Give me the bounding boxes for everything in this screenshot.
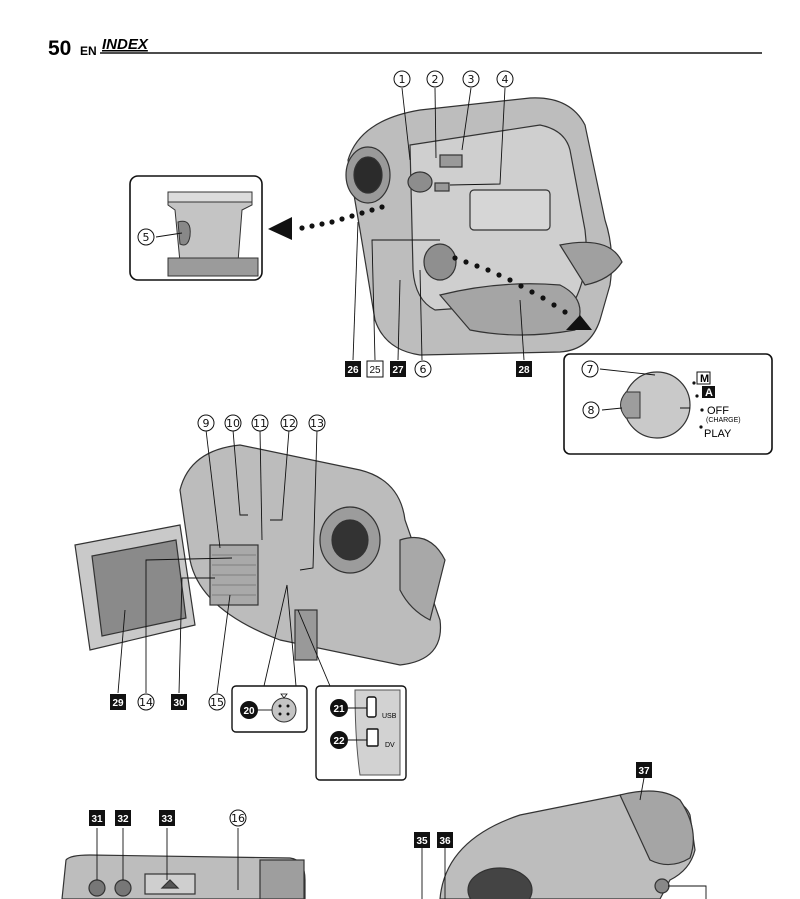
callout-11: 11 (253, 417, 267, 430)
camcorder-top-illustration (345, 97, 623, 356)
callout-14: 14 (139, 696, 153, 709)
callout-5: 5 (143, 231, 150, 244)
dv-label: DV (385, 742, 395, 749)
language-code: EN (80, 44, 97, 58)
dial-auto-label: A (705, 387, 713, 399)
callout-16: 16 (231, 812, 245, 825)
page-number: 50 (48, 37, 71, 60)
callout-37: 37 (638, 766, 650, 777)
callout-3: 3 (468, 73, 475, 86)
callout-25: 25 (369, 365, 381, 376)
callout-10: 10 (226, 417, 240, 430)
camcorder-bottom-left-illustration (61, 854, 306, 899)
square-callouts (89, 360, 652, 848)
callout-26: 26 (347, 365, 359, 376)
callout-2: 2 (432, 73, 439, 86)
circled-callouts (137, 70, 600, 827)
eyepiece-inset (129, 175, 263, 281)
callout-20: 20 (243, 706, 255, 717)
callout-29: 29 (112, 698, 124, 709)
callout-1: 1 (399, 73, 406, 86)
s-video-inset (231, 685, 308, 733)
callout-7: 7 (587, 363, 594, 376)
top-leader-lines (352, 87, 525, 361)
dial-play-label: PLAY (704, 428, 732, 440)
callout-36: 36 (439, 836, 451, 847)
filled-circle-callouts (240, 699, 348, 749)
callout-13: 13 (310, 417, 324, 430)
camcorder-side-illustration (74, 444, 446, 666)
dial-manual-label: M (700, 373, 709, 385)
callout-31: 31 (91, 814, 103, 825)
camcorder-bottom-right-illustration (439, 790, 696, 899)
callout-21: 21 (333, 704, 345, 715)
callout-12: 12 (282, 417, 296, 430)
page-title: INDEX (102, 36, 149, 53)
callout-6: 6 (420, 363, 427, 376)
dial-charge-label: (CHARGE) (706, 417, 741, 424)
middle-leader-lines (117, 429, 331, 694)
callout-33: 33 (161, 814, 173, 825)
callout-22: 22 (333, 736, 345, 747)
mode-dial-inset: M A OFF (CHARGE) PLAY (563, 353, 773, 455)
bottom-left-leader-lines (96, 828, 239, 890)
callout-28: 28 (518, 365, 530, 376)
usb-label: USB (382, 713, 397, 720)
page-header: 50 EN INDEX (48, 36, 762, 60)
callout-15: 15 (210, 696, 224, 709)
usb-dv-inset: USB DV (315, 685, 407, 781)
dotted-arrows (268, 204, 592, 330)
bottom-right-leader-lines (421, 777, 707, 899)
callout-32: 32 (117, 814, 129, 825)
callout-30: 30 (173, 698, 185, 709)
callout-8: 8 (588, 404, 595, 417)
callout-27: 27 (392, 365, 404, 376)
callout-9: 9 (203, 417, 210, 430)
callout-4: 4 (502, 73, 509, 86)
callout-35: 35 (416, 836, 428, 847)
dial-off-label: OFF (707, 405, 729, 417)
